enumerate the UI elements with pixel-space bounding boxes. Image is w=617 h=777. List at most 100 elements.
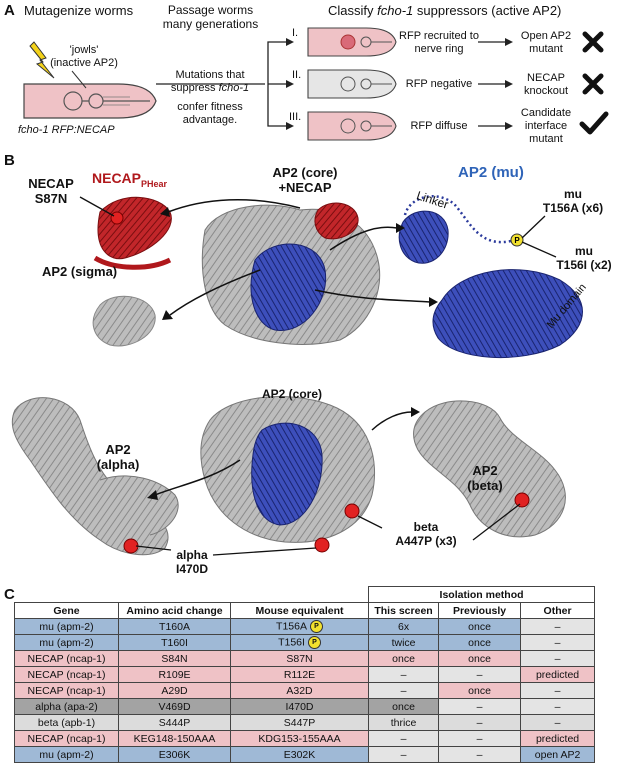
cross-icon bbox=[582, 73, 604, 95]
lightning-bolt-icon bbox=[29, 41, 55, 79]
table-cell-gene: NECAP (ncap-1) bbox=[14, 682, 119, 699]
ap2-mu-title: AP2 (mu) bbox=[458, 164, 524, 181]
ap2-core-structure bbox=[200, 396, 376, 543]
table-cell-prev: – bbox=[438, 746, 522, 763]
beta-mutation-site-core-icon bbox=[344, 503, 360, 519]
table-header-cell: Amino acid change bbox=[118, 602, 231, 619]
ap2-alpha-structure bbox=[11, 397, 169, 556]
class-iii-number: III. bbox=[289, 111, 302, 123]
table-cell-other: – bbox=[520, 682, 596, 699]
table-cell-screen: once bbox=[368, 650, 440, 667]
table-header-cell: Other bbox=[520, 602, 596, 619]
panel-b-structures: P bbox=[11, 195, 583, 556]
table-cell-gene: NECAP (ncap-1) bbox=[14, 666, 119, 683]
table-cell-gene: NECAP (ncap-1) bbox=[14, 730, 119, 747]
table-header-cell: Mouse equivalent bbox=[229, 602, 370, 619]
table-cell-prev: – bbox=[438, 714, 522, 731]
table-cell-other: – bbox=[520, 698, 596, 715]
class-i-number: I. bbox=[292, 27, 299, 39]
table-cell-aa: KEG148-150AAA bbox=[118, 730, 231, 747]
table-cell-gene: beta (apb-1) bbox=[14, 714, 119, 731]
table-cell-mouse: S87N bbox=[229, 650, 370, 667]
table-cell-prev: once bbox=[438, 634, 522, 651]
class-ii-description: RFP negative bbox=[405, 78, 473, 90]
table-cell-other: – bbox=[520, 618, 596, 635]
table-cell-screen: twice bbox=[368, 634, 440, 651]
table-cell-screen: 6x bbox=[368, 618, 440, 635]
class-iii-description: RFP diffuse bbox=[410, 120, 468, 132]
worm-class-i-icon bbox=[307, 27, 397, 57]
necap-mutation-site-icon bbox=[110, 211, 124, 225]
alpha-mutation-site-core-icon bbox=[314, 537, 330, 553]
mutagenize-title: Mutagenize worms bbox=[24, 3, 134, 18]
table-cell-prev: – bbox=[438, 730, 522, 747]
table-cell-screen: – bbox=[368, 746, 440, 763]
table-cell-screen: – bbox=[368, 666, 440, 683]
table-header-cell: Gene bbox=[14, 602, 119, 619]
table-cell-other: – bbox=[520, 634, 596, 651]
table-cell-other: – bbox=[520, 714, 596, 731]
class-ii-number: II. bbox=[292, 69, 302, 81]
table-cell-aa: S84N bbox=[118, 650, 231, 667]
table-cell-gene: alpha (apa-2) bbox=[14, 698, 119, 715]
alpha-mutation-site-icon bbox=[123, 538, 139, 554]
table-cell-prev: once bbox=[438, 682, 522, 699]
table-cell-gene: mu (apm-2) bbox=[14, 746, 119, 763]
necap-phear-structure bbox=[93, 196, 172, 270]
table-cell-prev: once bbox=[438, 618, 522, 635]
worm-large-icon bbox=[23, 83, 157, 119]
table-cell-aa: A29D bbox=[118, 682, 231, 699]
table-header-cell: Previously bbox=[438, 602, 522, 619]
table-cell-mouse: E302K bbox=[229, 746, 370, 763]
cross-icon bbox=[582, 31, 604, 53]
table-cell-gene: mu (apm-2) bbox=[14, 618, 119, 635]
ap2-sigma-structure bbox=[92, 295, 156, 347]
ap2-core-necap-structure bbox=[201, 202, 381, 345]
table-cell-aa: S444P bbox=[118, 714, 231, 731]
table-cell-prev: – bbox=[438, 666, 522, 683]
svg-text:P: P bbox=[514, 236, 520, 245]
phospho-p-icon: P bbox=[307, 636, 321, 649]
panel-a-diagram bbox=[23, 27, 609, 141]
table-cell-screen: thrice bbox=[368, 714, 440, 731]
phospho-p-icon: P bbox=[309, 620, 323, 633]
table-cell-prev: – bbox=[438, 698, 522, 715]
table-cell-other: open AP2 bbox=[520, 746, 596, 763]
table-cell-aa: T160I bbox=[118, 634, 231, 651]
panel-c-label: C bbox=[4, 586, 15, 603]
ap2-alpha-label: AP2(alpha) bbox=[96, 442, 140, 472]
table-cell-mouse: A32D bbox=[229, 682, 370, 699]
necap-phear-title: NECAPPHear bbox=[92, 170, 168, 189]
table-cell-aa: E306K bbox=[118, 746, 231, 763]
table-cell-mouse: S447P bbox=[229, 714, 370, 731]
check-icon bbox=[579, 111, 609, 135]
classify-title: Classify fcho-1 suppressors (active AP2) bbox=[328, 3, 562, 18]
table-cell-mouse: KDG153-155AAA bbox=[229, 730, 370, 747]
table-header-cell: This screen bbox=[368, 602, 440, 619]
ap2-sigma-label: AP2 (sigma) bbox=[42, 264, 118, 279]
isolation-method-header: Isolation method bbox=[368, 586, 596, 603]
table-cell-other: predicted bbox=[520, 730, 596, 747]
mu-domain-structure bbox=[432, 269, 583, 359]
beta-mutation-site-icon bbox=[514, 492, 530, 508]
